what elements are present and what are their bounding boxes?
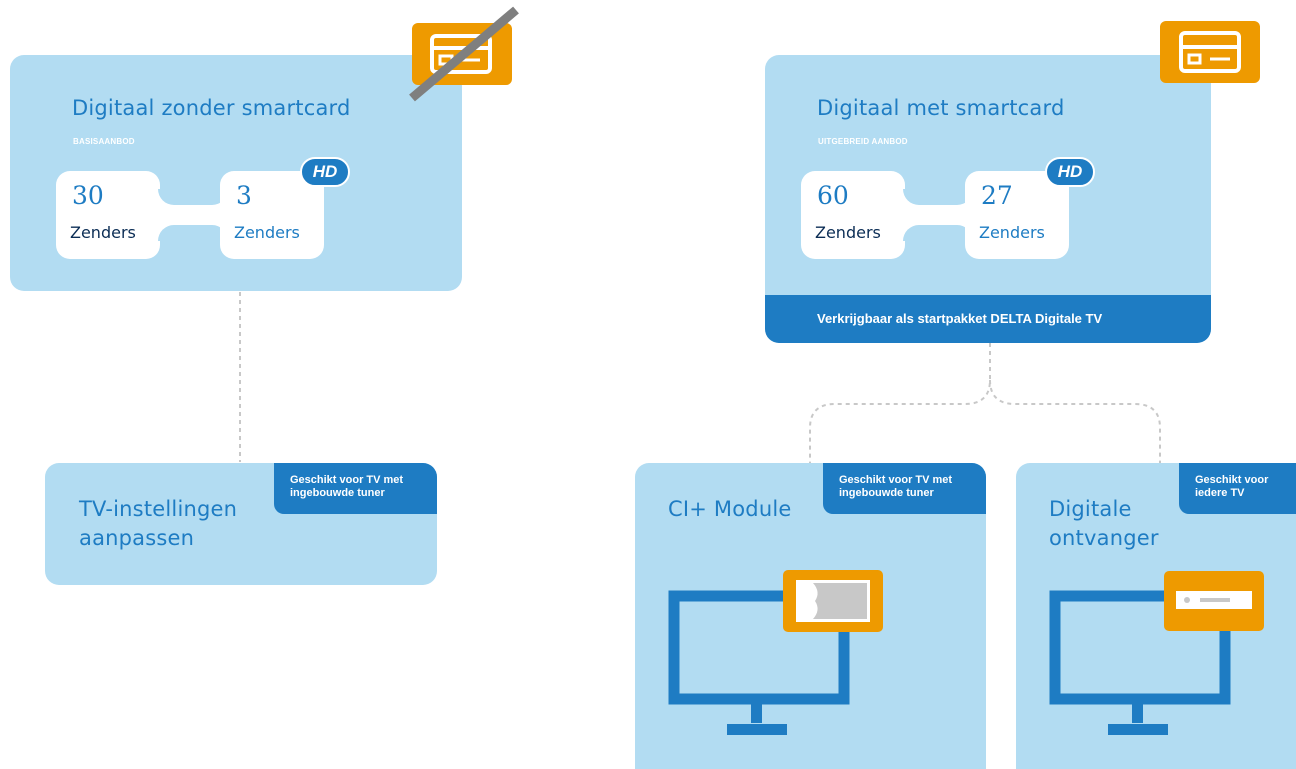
channels-box: 30 Zenders bbox=[56, 171, 160, 259]
badge-line2: iedere TV bbox=[1195, 487, 1245, 500]
tv-settings-title-line2: aanpassen bbox=[79, 526, 195, 550]
channel-label: Zenders bbox=[815, 223, 881, 242]
offer-card-with-smartcard: Digitaal met smartcard UITGEBREID AANBOD… bbox=[765, 55, 1211, 343]
tv-settings-title-line1: TV-instellingen bbox=[79, 497, 238, 521]
hd-channels-box: 27 Zenders bbox=[965, 171, 1069, 259]
hd-channel-label: Zenders bbox=[234, 223, 300, 242]
tv-with-receiver-icon bbox=[1049, 571, 1264, 735]
badge-line2: ingebouwde tuner bbox=[290, 487, 385, 500]
tv-settings-card: TV-instellingen aanpassen Geschikt voor … bbox=[45, 463, 437, 585]
receiver-title-line1: Digitale bbox=[1049, 497, 1132, 521]
compatibility-badge: Geschikt voor TV met ingebouwde tuner bbox=[823, 463, 986, 514]
strike-through-icon bbox=[409, 6, 519, 102]
channel-label: Zenders bbox=[70, 223, 136, 242]
connector-right-split bbox=[809, 343, 1161, 464]
smartcard-icon bbox=[1160, 21, 1260, 83]
hd-channels-box: 3 Zenders bbox=[220, 171, 324, 259]
badge-line1: Geschikt voor TV met bbox=[839, 474, 953, 486]
offer-title: Digitaal zonder smartcard bbox=[72, 96, 351, 120]
badge-line1: Geschikt voor bbox=[1195, 474, 1269, 486]
hd-badge: HD bbox=[1045, 157, 1095, 187]
badge-line1: Geschikt voor TV met bbox=[290, 474, 404, 486]
offer-subtitle: BASISAANBOD bbox=[73, 137, 135, 146]
hd-channel-count: 27 bbox=[981, 181, 1013, 210]
channels-box: 60 Zenders bbox=[801, 171, 905, 259]
offer-subtitle: UITGEBREID AANBOD bbox=[818, 137, 908, 146]
starter-package-footer: Verkrijgbaar als startpakket DELTA Digit… bbox=[765, 295, 1211, 343]
hd-channel-count: 3 bbox=[236, 181, 252, 210]
compatibility-badge: Geschikt voor TV met ingebouwde tuner bbox=[274, 463, 437, 514]
ci-module-card: CI+ Module Geschikt voor TV met ingebouw… bbox=[635, 463, 986, 769]
offer-card-without-smartcard: Digitaal zonder smartcard BASISAANBOD 30… bbox=[10, 55, 462, 291]
ci-module-title: CI+ Module bbox=[668, 497, 792, 521]
hd-channel-label: Zenders bbox=[979, 223, 1045, 242]
receiver-title-line2: ontvanger bbox=[1049, 526, 1159, 550]
offer-title: Digitaal met smartcard bbox=[817, 96, 1065, 120]
channel-count: 60 bbox=[817, 181, 849, 210]
channel-count: 30 bbox=[72, 181, 104, 210]
hd-badge: HD bbox=[300, 157, 350, 187]
tv-with-ci-module-icon bbox=[668, 570, 883, 735]
badge-line2: ingebouwde tuner bbox=[839, 487, 934, 500]
compatibility-badge: Geschikt voor iedere TV bbox=[1179, 463, 1296, 514]
digital-receiver-card: Digitale ontvanger Geschikt voor iedere … bbox=[1016, 463, 1296, 769]
box-connector bbox=[158, 189, 228, 241]
box-connector bbox=[903, 189, 973, 241]
